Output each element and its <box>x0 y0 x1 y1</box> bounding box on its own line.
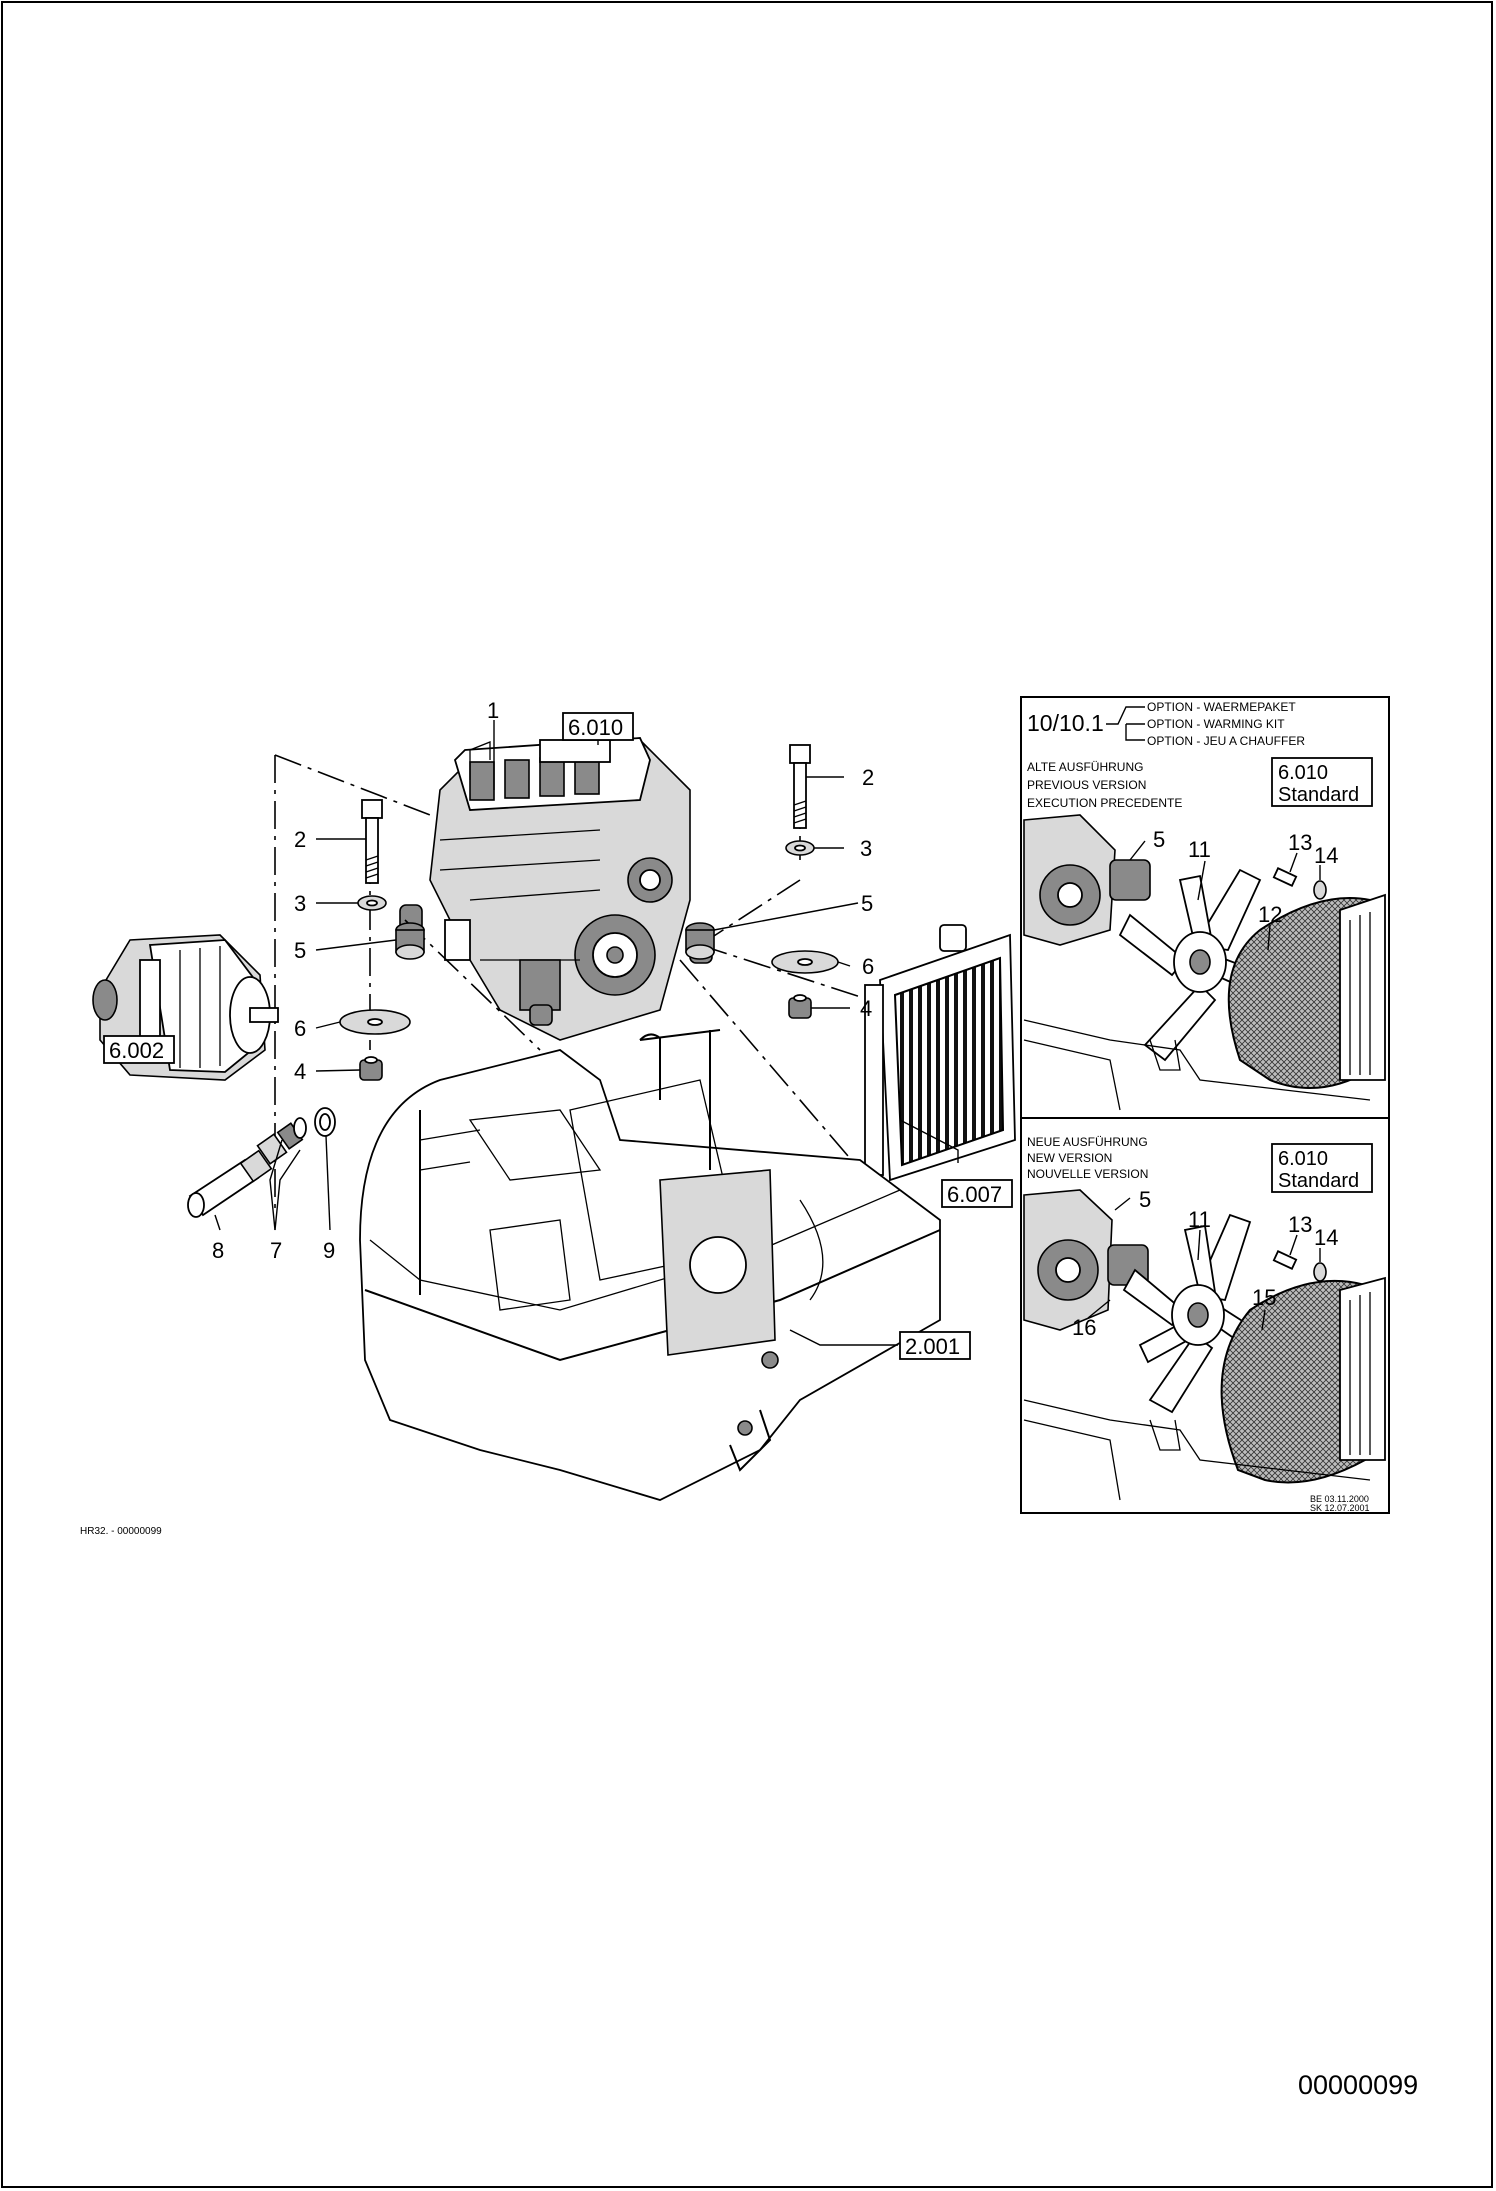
left-plate <box>339 1009 411 1035</box>
callout-engine: 1 <box>487 698 499 723</box>
callout-nut-right: 4 <box>860 996 872 1021</box>
callout-mount-left: 5 <box>294 938 306 963</box>
callout-washer-left: 3 <box>294 891 306 916</box>
old-version-ref-number: 6.010 <box>1278 762 1328 784</box>
reference-boxes: 6.010 6.002 6.007 2.001 <box>103 712 1013 1360</box>
drawing-footer-code: HR32. - 00000099 <box>80 1526 162 1537</box>
old-version-ref-label: Standard <box>1278 784 1359 806</box>
new-version-ref-label: Standard <box>1278 1170 1359 1192</box>
callout-seal-ring: 9 <box>323 1238 335 1263</box>
new-version-ref-box <box>1271 1143 1373 1193</box>
adapter-fittings <box>256 1117 307 1165</box>
callout-bolt-right: 2 <box>862 765 874 790</box>
ref-box-radiator <box>941 1179 1013 1208</box>
upper-frame <box>359 1029 941 1501</box>
old-version-line-1: ALTE AUSFÜHRUNG <box>1027 760 1143 774</box>
inset-stamp-line-1: BE 03.11.2000 <box>1310 1494 1369 1504</box>
seal-ring <box>314 1107 336 1137</box>
left-washer <box>357 895 387 911</box>
left-mount <box>395 922 425 960</box>
ref-box-frame <box>899 1331 971 1360</box>
new-callout-spacer: 16 <box>1072 1315 1096 1340</box>
inset-option-3: OPTION - JEU A CHAUFFER <box>1147 734 1305 748</box>
old-shroud <box>1227 893 1386 1089</box>
callout-leaders <box>166 720 959 1346</box>
new-version-line-1: NEUE AUSFÜHRUNG <box>1027 1135 1148 1149</box>
ref-pump: 6.002 <box>109 1038 164 1063</box>
right-bolt <box>789 744 811 829</box>
engine <box>399 737 713 1041</box>
inset-option-ref: 10/10.1 <box>1027 710 1104 736</box>
right-mount <box>685 922 715 960</box>
callout-nut-left: 4 <box>294 1059 306 1084</box>
old-version-ref-box <box>1271 757 1373 807</box>
sheet-number: 00000099 <box>1298 2070 1418 2100</box>
callout-washer-right: 3 <box>860 836 872 861</box>
callout-hose: 8 <box>212 1238 224 1263</box>
old-callout-shroud: 12 <box>1258 902 1282 927</box>
left-nut <box>359 1056 383 1081</box>
new-version-line-2: NEW VERSION <box>1027 1151 1112 1165</box>
callout-numbers: 1 2 2 3 3 5 5 6 6 4 4 7 8 9 <box>212 698 874 1263</box>
new-shroud <box>1220 1276 1386 1484</box>
radiator <box>864 924 1016 1182</box>
option-inset: 10/10.1 OPTION - WAERMEPAKET OPTION - WA… <box>1020 696 1390 1514</box>
inset-new-version: NEUE AUSFÜHRUNG NEW VERSION NOUVELLE VER… <box>1023 1135 1386 1501</box>
new-callout-mount: 5 <box>1139 1187 1151 1212</box>
right-washer <box>785 840 815 856</box>
new-callout-screw: 13 <box>1288 1212 1312 1237</box>
old-engine-front <box>1023 814 1151 946</box>
hose-fitting <box>187 1149 273 1218</box>
right-plate <box>771 950 839 974</box>
new-screw-washer <box>1272 1250 1327 1282</box>
callout-bolt-left: 2 <box>294 827 306 852</box>
callout-plate-left: 6 <box>294 1016 306 1041</box>
old-version-line-2: PREVIOUS VERSION <box>1027 778 1146 792</box>
right-nut <box>788 994 812 1019</box>
ref-engine: 6.010 <box>568 715 623 740</box>
inset-option-2: OPTION - WARMING KIT <box>1147 717 1285 731</box>
old-callout-mount: 5 <box>1153 827 1165 852</box>
old-screw-washer <box>1272 867 1327 900</box>
old-callout-washer: 14 <box>1314 843 1338 868</box>
ref-radiator: 6.007 <box>947 1182 1002 1207</box>
callout-fittings: 7 <box>270 1238 282 1263</box>
old-fan <box>1118 868 1277 1062</box>
callout-plate-right: 6 <box>862 954 874 979</box>
inset-old-version: ALTE AUSFÜHRUNG PREVIOUS VERSION EXECUTI… <box>1023 757 1386 1111</box>
old-version-line-3: EXECUTION PRECEDENTE <box>1027 796 1182 810</box>
new-version-line-3: NOUVELLE VERSION <box>1027 1167 1148 1181</box>
old-callout-screw: 13 <box>1288 830 1312 855</box>
new-version-ref-number: 6.010 <box>1278 1148 1328 1170</box>
new-callout-shroud: 15 <box>1252 1285 1276 1310</box>
inset-stamp-line-2: SK 12.07.2001 <box>1310 1503 1370 1513</box>
left-bolt <box>361 799 383 884</box>
ref-frame: 2.001 <box>905 1334 960 1359</box>
new-callout-washer: 14 <box>1314 1225 1338 1250</box>
ref-box-pump <box>103 1035 175 1064</box>
inset-option-1: OPTION - WAERMEPAKET <box>1147 700 1296 714</box>
ref-box-engine <box>562 712 634 741</box>
old-callout-fan: 11 <box>1188 837 1211 862</box>
new-callout-fan: 11 <box>1188 1207 1211 1232</box>
callout-mount-right: 5 <box>861 891 873 916</box>
